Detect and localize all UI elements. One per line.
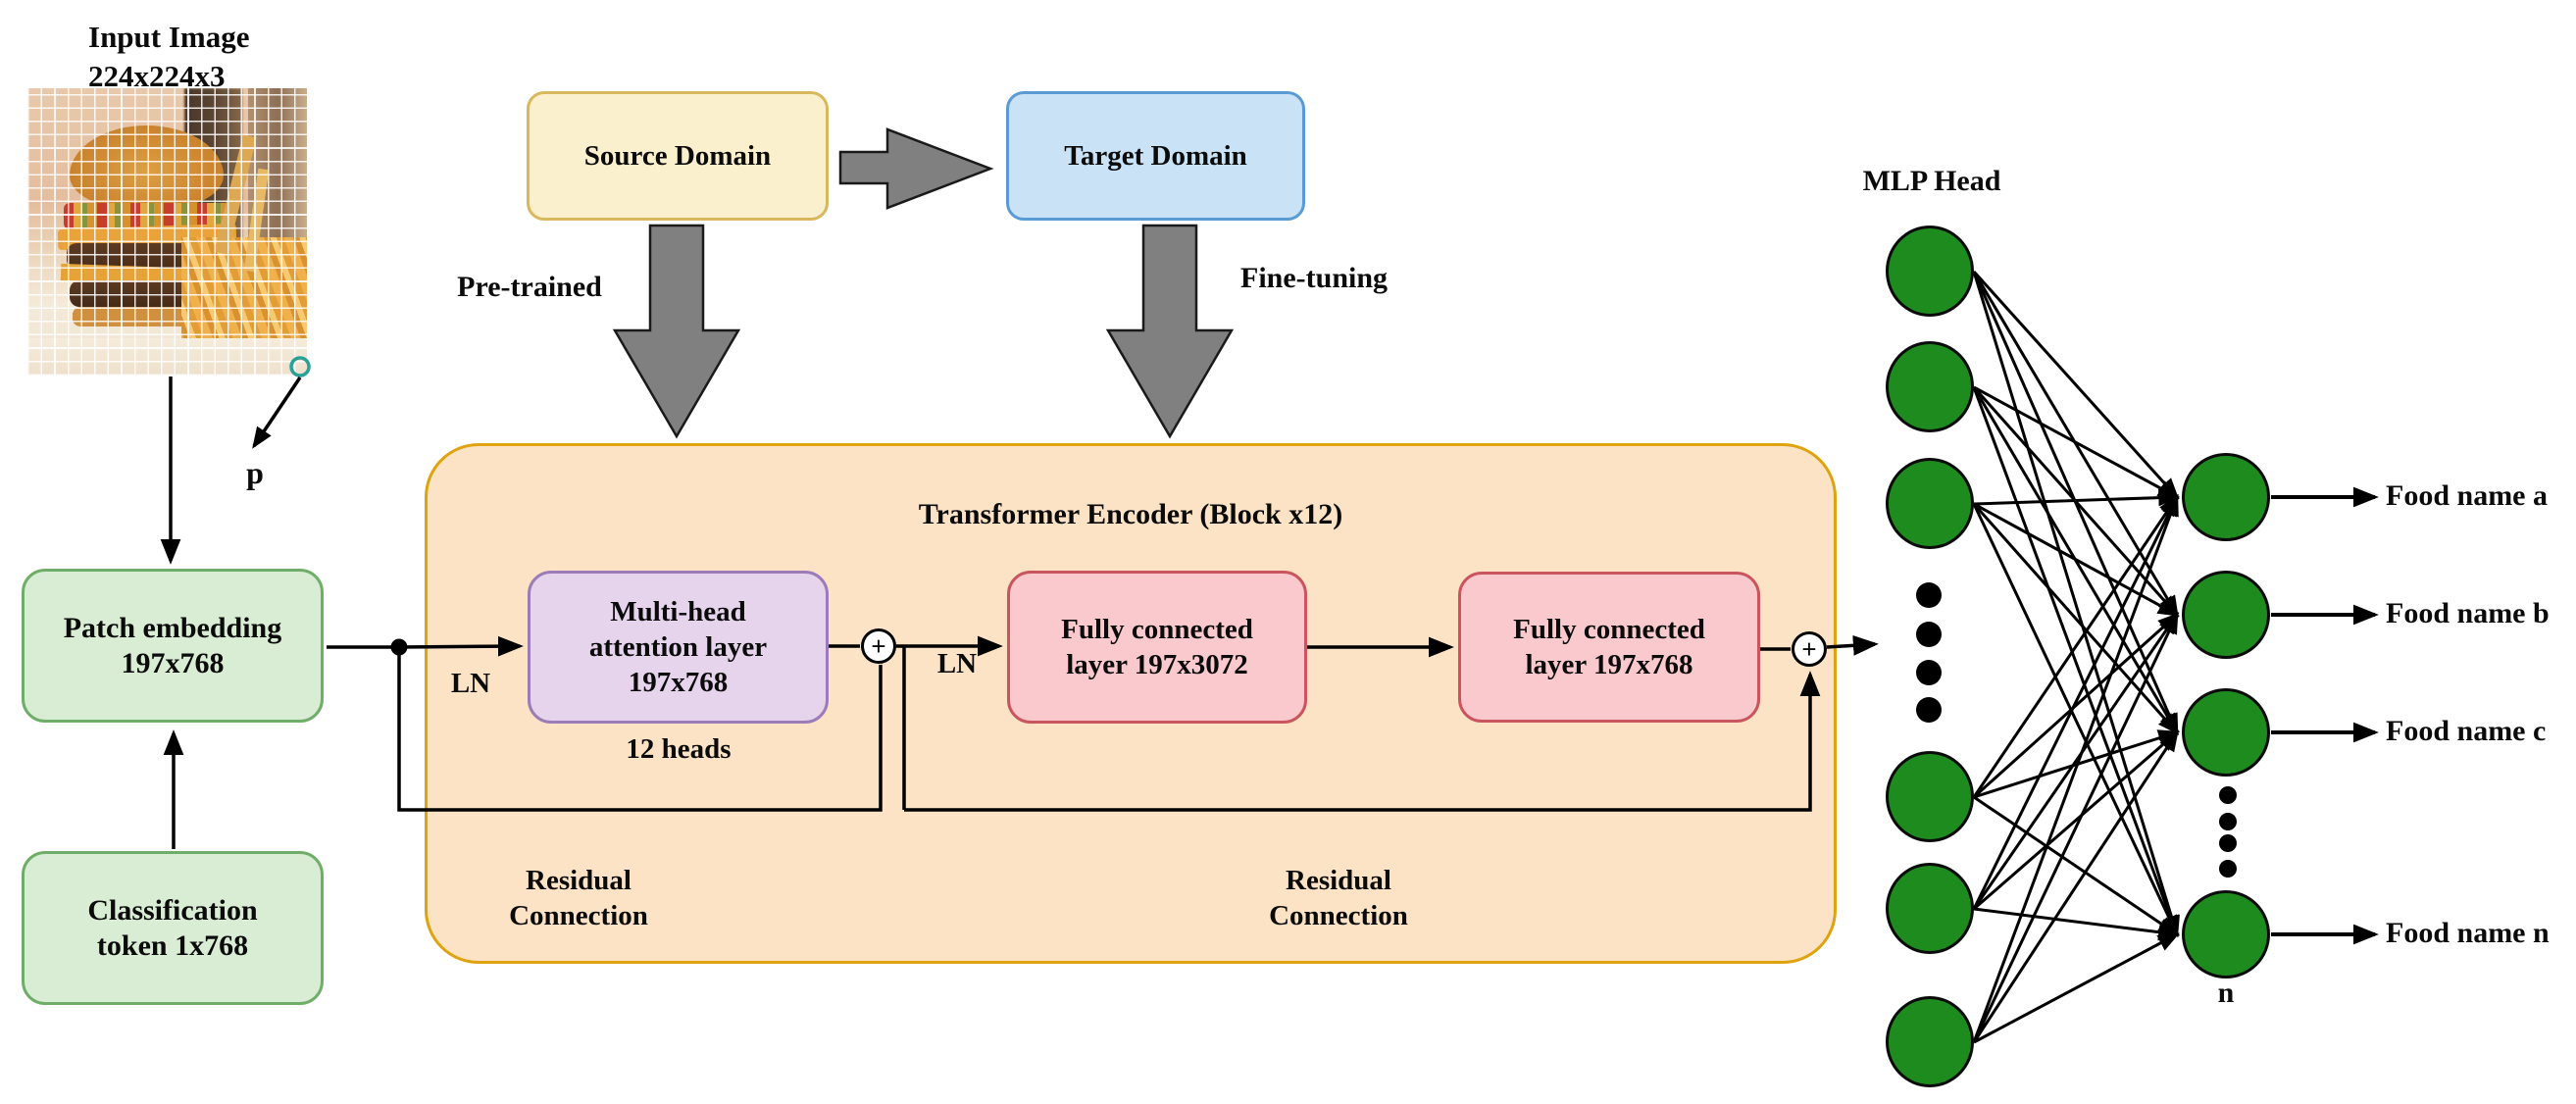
classification-token-box: Classification token 1x768 [22, 851, 324, 1005]
food-name-n-label: Food name n [2386, 917, 2550, 949]
mlp-hidden-node [1886, 226, 1974, 317]
mlp-head-title: MLP Head [1862, 165, 2001, 197]
patch-point-label: p [246, 455, 264, 490]
food-name-b-label: Food name b [2386, 597, 2550, 629]
input-image-title-line2: 224x224x3 [88, 59, 226, 93]
mha-line3: 197x768 [628, 667, 729, 698]
junction-to-mha-arrow [398, 635, 524, 657]
fc1-line1: Fully connected [1061, 614, 1253, 645]
classification-token-line2: token 1x768 [96, 928, 249, 962]
mlp-hidden-node [1886, 458, 1974, 549]
transformer-encoder-title: Transformer Encoder (Block x12) [918, 498, 1343, 530]
mlp-hidden-node [1886, 341, 1974, 432]
source-to-target-block-arrow [838, 127, 994, 210]
finetuning-block-arrow [1105, 224, 1235, 439]
pretrained-block-arrow [612, 224, 741, 439]
residual-2-line2: Connection [1269, 900, 1408, 931]
heads-count-label: 12 heads [626, 733, 732, 765]
fc1-line2: layer 197x3072 [1066, 649, 1248, 680]
mlp-edges [1972, 270, 2181, 1044]
mlp-output-node-n [2182, 890, 2270, 979]
plus-sign-2: + [1801, 633, 1817, 664]
encoder-output-arrow [1826, 634, 1879, 656]
classification-token-line1: Classification [87, 893, 258, 927]
residual-add-icon-2: + [1792, 631, 1827, 667]
mlp-hidden-node [1886, 863, 1974, 954]
patch-embedding-box: Patch embedding 197x768 [22, 569, 324, 723]
residual-connection-label-1: Residual Connection [471, 863, 686, 933]
food-name-a-label: Food name a [2386, 479, 2548, 512]
multi-head-attention-box: Multi-head attention layer 197x768 [528, 571, 829, 724]
output-node-n-label: n [2217, 977, 2235, 1009]
plus-sign-1: + [871, 630, 886, 661]
patch-marker-ring [289, 356, 311, 377]
patch-embedding-line1: Patch embedding [63, 611, 282, 644]
fully-connected-2-box: Fully connected layer 197x768 [1458, 572, 1760, 723]
residual-1-line2: Connection [509, 900, 648, 931]
patch-embedding-line2: 197x768 [121, 646, 225, 679]
output-layer-ellipsis-dots [2219, 786, 2237, 878]
target-domain-box: Target Domain [1006, 91, 1305, 221]
mha-line1: Multi-head [610, 596, 746, 627]
source-domain-box: Source Domain [527, 91, 829, 221]
fully-connected-1-box: Fully connected layer 197x3072 [1007, 571, 1307, 724]
patch-pointer-arrow [252, 376, 302, 449]
residual-connection-1-line [397, 647, 883, 812]
mlp-output-node-c [2182, 688, 2270, 777]
fc2-line1: Fully connected [1513, 614, 1705, 645]
residual-connection-label-2: Residual Connection [1231, 863, 1446, 933]
residual-2-line1: Residual [1286, 865, 1391, 896]
input-food-image [27, 88, 307, 376]
source-domain-label: Source Domain [583, 140, 772, 172]
residual-1-line1: Residual [526, 865, 631, 896]
mlp-hidden-node [1886, 996, 1974, 1087]
finetuning-label: Fine-tuning [1240, 262, 1389, 294]
layer-norm-label-1: LN [450, 668, 491, 699]
residual-add-icon-1: + [861, 628, 896, 664]
residual-connection-2-line [904, 671, 1821, 812]
input-image-title: Input Image 224x224x3 [88, 18, 250, 96]
layer-norm-label-2: LN [936, 648, 978, 679]
mlp-output-node-b [2182, 571, 2270, 659]
output-label-arrows [2271, 486, 2379, 945]
hidden-layer-ellipsis-dots [1916, 582, 1942, 723]
mlp-output-node-a [2182, 453, 2270, 541]
patch-grid-overlay [27, 88, 307, 376]
mha-line2: attention layer [588, 631, 768, 663]
target-domain-label: Target Domain [1064, 140, 1247, 172]
food-name-c-label: Food name c [2386, 715, 2547, 747]
fc2-line2: layer 197x768 [1525, 649, 1693, 680]
pretrained-label: Pre-trained [457, 271, 602, 303]
input-image-title-line1: Input Image [88, 20, 250, 54]
mlp-hidden-node [1886, 751, 1974, 842]
